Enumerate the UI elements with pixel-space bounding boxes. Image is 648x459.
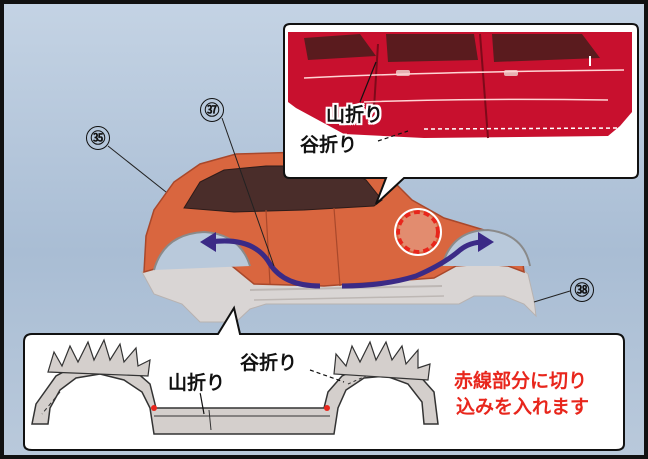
callout-37: ㊲ — [200, 98, 224, 122]
top-valley-fold-label: 谷折り — [300, 134, 358, 156]
bottom-mountain-leader — [199, 391, 205, 415]
leader-35 — [107, 145, 167, 193]
leader-37 — [221, 117, 275, 267]
flat-fender-part — [31, 338, 439, 435]
bottom-valley-fold-label: 谷折り — [240, 352, 298, 374]
valley-fold-leader — [377, 130, 409, 142]
top-mountain-fold-label: 山折り — [326, 104, 384, 126]
callout-35: ㉟ — [86, 126, 110, 150]
top-inset-car — [288, 32, 632, 139]
flow-arrow — [209, 238, 321, 289]
arrow-head-right — [478, 232, 494, 252]
cut-instruction-line2: 込みを入れます — [456, 396, 590, 418]
detail-highlight-circle — [396, 210, 440, 254]
arrow-head-left — [200, 232, 216, 252]
callout-38: ㊳ — [570, 278, 594, 302]
bottom-mountain-fold-label: 山折り — [168, 372, 226, 394]
leader-38 — [533, 290, 571, 303]
bottom-valley-leader — [309, 369, 345, 383]
cut-instruction-line1: 赤線部分に切り — [454, 370, 588, 392]
main-illustration — [23, 23, 639, 451]
